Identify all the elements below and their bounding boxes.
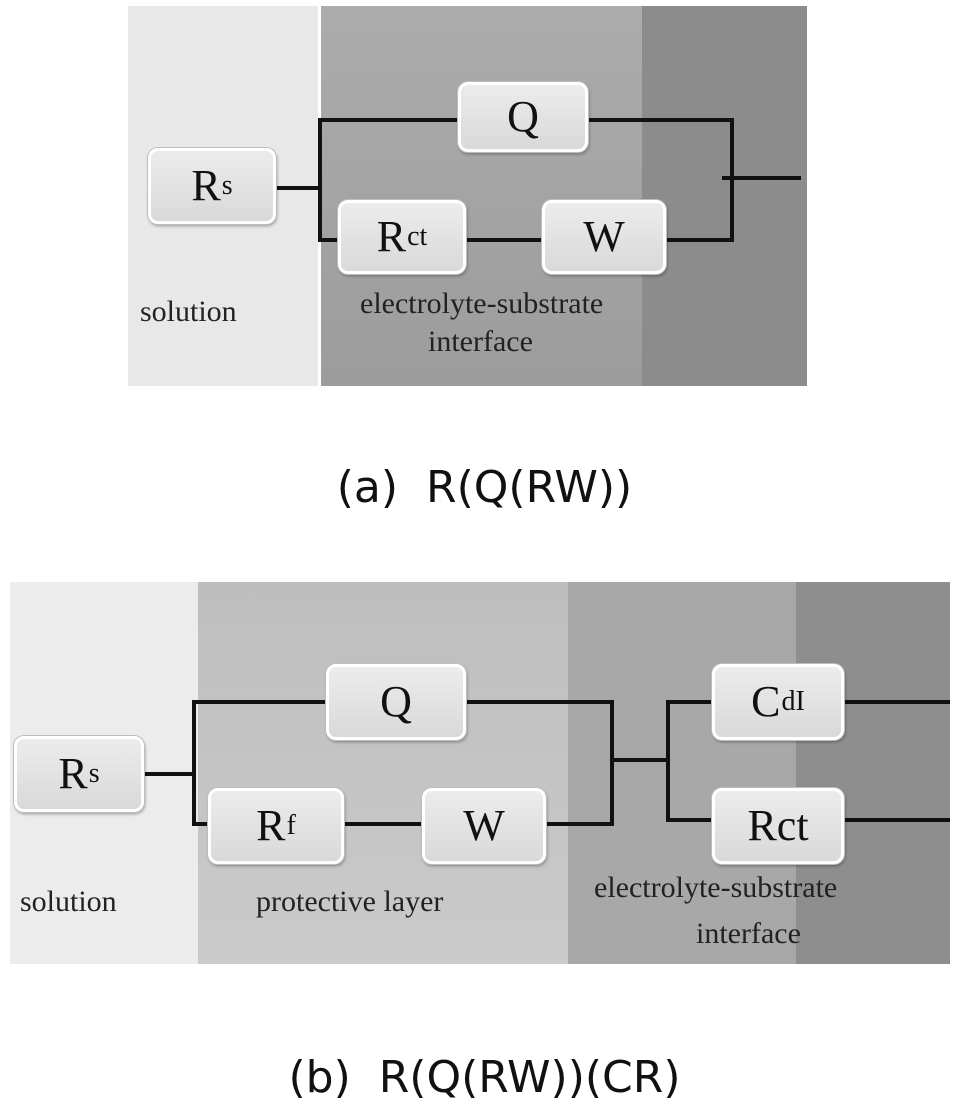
- warburg-w: W: [422, 788, 546, 864]
- wire: [610, 700, 614, 826]
- wire: [666, 700, 670, 822]
- element-subscript: s: [221, 170, 233, 201]
- substrate-region: [642, 6, 807, 386]
- element-label: W: [463, 801, 505, 850]
- element-label: Q: [380, 677, 412, 726]
- wire: [588, 118, 734, 122]
- cpe-q: Q: [326, 664, 466, 740]
- wire: [664, 238, 734, 242]
- wire: [666, 818, 714, 822]
- element-label: Q: [507, 92, 539, 141]
- element-label: Rct: [747, 801, 809, 850]
- wire: [666, 700, 714, 704]
- element-subscript: ct: [407, 221, 428, 252]
- interface-label-line2: interface: [696, 917, 801, 950]
- element-subscript: f: [286, 810, 296, 841]
- warburg-w: W: [542, 200, 666, 274]
- wire: [844, 818, 950, 822]
- interface-region: [568, 582, 796, 964]
- wire: [722, 176, 801, 180]
- wire: [466, 238, 546, 242]
- interface-label-line1: electrolyte-substrate: [360, 287, 604, 320]
- wire: [844, 700, 950, 704]
- wire: [466, 700, 614, 704]
- wire: [318, 118, 458, 122]
- element-subscript: s: [88, 758, 100, 789]
- interface-region: [318, 6, 642, 386]
- wire: [192, 700, 326, 704]
- cpe-q: Q: [458, 82, 588, 152]
- element-label: C: [751, 677, 781, 726]
- wire: [546, 822, 614, 826]
- caption-formula: R(Q(RW)): [426, 462, 633, 513]
- wire: [192, 700, 196, 826]
- element-label: R: [376, 212, 407, 261]
- substrate-region: [796, 582, 950, 964]
- caption-prefix: (a): [336, 462, 399, 513]
- caption-b: (b) R(Q(RW))(CR): [0, 1052, 969, 1103]
- interface-label-line2: interface: [428, 325, 533, 358]
- element-label: W: [583, 212, 625, 261]
- wire: [276, 186, 322, 190]
- solution-label: solution: [140, 295, 237, 328]
- wire: [192, 822, 210, 826]
- solution-label: solution: [20, 885, 117, 918]
- element-label: R: [191, 161, 221, 210]
- element-label: R: [256, 801, 286, 850]
- protective-layer-region: [198, 582, 568, 964]
- element-label: R: [58, 749, 88, 798]
- caption-a: (a) R(Q(RW)): [0, 462, 969, 513]
- wire: [342, 822, 428, 826]
- wire: [610, 758, 670, 762]
- wire: [730, 118, 734, 242]
- protective-layer-label: protective layer: [256, 885, 444, 918]
- caption-prefix: (b): [288, 1052, 351, 1103]
- wire: [318, 238, 342, 242]
- caption-formula: R(Q(RW))(CR): [378, 1052, 681, 1103]
- wire: [144, 772, 196, 776]
- element-subscript: dI: [781, 686, 805, 717]
- resistor-rct: Rct: [712, 788, 844, 864]
- interface-label-line1: electrolyte-substrate: [594, 871, 838, 904]
- wire: [318, 118, 322, 242]
